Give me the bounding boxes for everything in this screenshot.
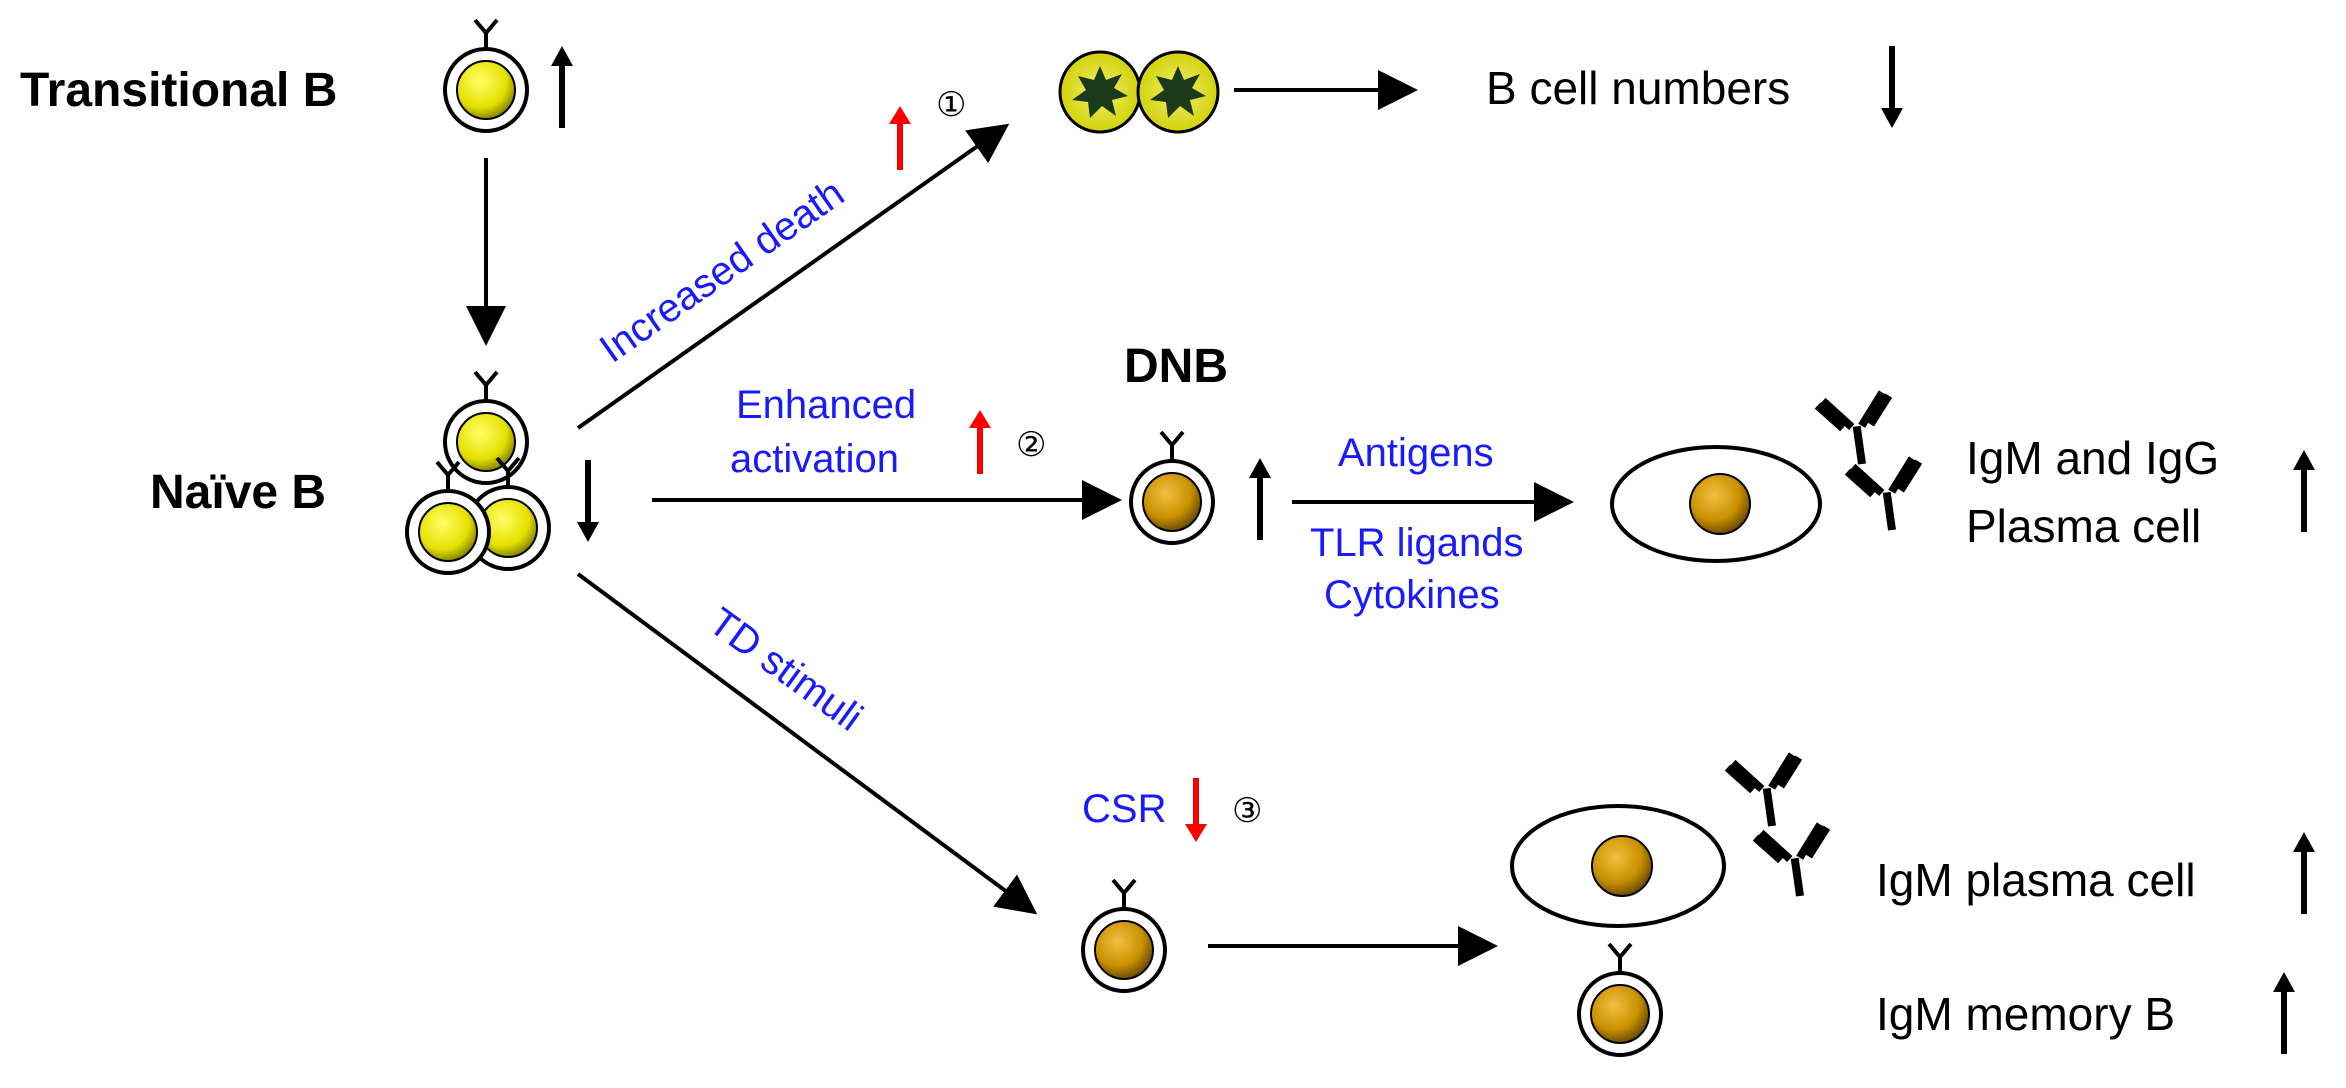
igm-plasma-cell-icon	[1510, 804, 1726, 928]
transitional-b-cell-icon	[443, 18, 529, 133]
increased-death-label: Increased death	[592, 171, 852, 372]
igm-antibodies-icon	[1727, 754, 1836, 901]
igm-igg-label-line2: Plasma cell	[1966, 500, 2201, 552]
naive-b-label: Naïve B	[150, 466, 326, 519]
step2-marker: ②	[1016, 426, 1046, 464]
enhanced-activation-label-line2: activation	[730, 437, 899, 481]
enhanced-activation-red-up-arrow-icon	[969, 410, 991, 474]
transitional-b-up-arrow-icon	[551, 46, 573, 128]
transitional-b-label: Transitional B	[20, 64, 337, 117]
dying-b-cells-icon	[1058, 50, 1220, 134]
igm-plasma-cell-up-arrow-icon	[2293, 832, 2315, 914]
dnb-up-arrow-icon	[1249, 458, 1271, 540]
igm-igg-up-arrow-icon	[2293, 450, 2315, 532]
naive-b-down-arrow-icon	[577, 460, 599, 542]
dnb-label: DNB	[1124, 340, 1228, 393]
csr-label: CSR	[1082, 787, 1166, 831]
cytokines-label: Cytokines	[1324, 573, 1500, 617]
igm-memory-b-label: IgM memory B	[1876, 988, 2175, 1040]
igm-memory-b-up-arrow-icon	[2273, 972, 2295, 1054]
b-cell-numbers-label: B cell numbers	[1486, 62, 1790, 114]
enhanced-activation-label-line1: Enhanced	[736, 383, 916, 427]
naive-b-cell-cluster-icon	[405, 370, 551, 575]
secreted-antibodies-icon	[1817, 392, 1928, 535]
antigens-label: Antigens	[1338, 431, 1494, 475]
step3-marker: ③	[1232, 792, 1262, 830]
igm-igg-label-line1: IgM and IgG	[1966, 432, 2219, 484]
step1-marker: ①	[936, 86, 966, 124]
td-stimuli-arrow	[576, 572, 1038, 915]
dnb-cell-icon	[1129, 430, 1215, 545]
td-stimuli-label: TD stimuli	[701, 600, 871, 740]
increased-death-red-up-arrow-icon	[889, 106, 911, 170]
increased-death-arrow	[576, 123, 1010, 430]
tlr-ligands-label: TLR ligands	[1310, 521, 1523, 565]
b-cell-numbers-down-arrow-icon	[1881, 46, 1903, 128]
csr-cell-icon	[1081, 878, 1167, 993]
igm-memory-b-cell-icon	[1577, 942, 1663, 1057]
csr-red-down-arrow-icon	[1185, 778, 1207, 842]
igg-plasma-cell-icon	[1610, 445, 1822, 563]
igm-plasma-cell-label: IgM plasma cell	[1876, 854, 2196, 906]
